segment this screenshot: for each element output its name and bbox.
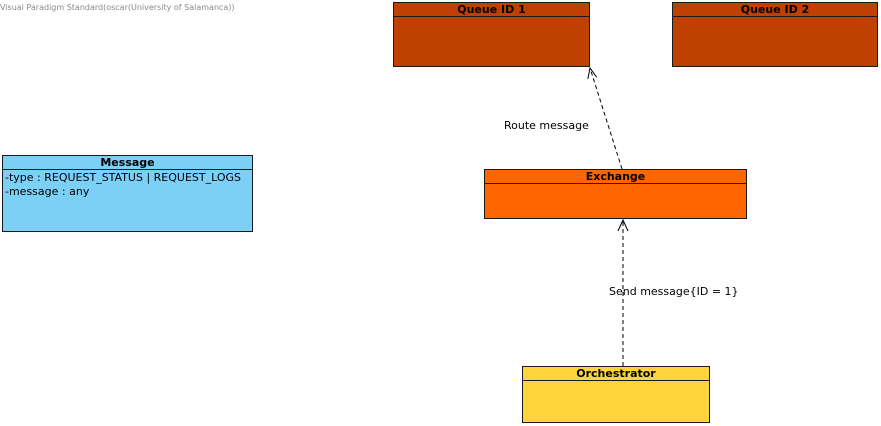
orchestrator-class[interactable]: Orchestrator bbox=[522, 366, 710, 423]
message-attribute-type: -type : REQUEST_STATUS | REQUEST_LOGS bbox=[5, 171, 242, 184]
watermark-text: Visual Paradigm Standard(oscar(Universit… bbox=[0, 3, 235, 12]
queue-id-2-class[interactable]: Queue ID 2 bbox=[672, 2, 878, 67]
route-dependency-line[interactable] bbox=[587, 66, 623, 170]
send-dependency-line[interactable] bbox=[617, 218, 629, 366]
route-message-label: Route message bbox=[504, 119, 589, 132]
queue-id-1-class[interactable]: Queue ID 1 bbox=[393, 2, 590, 67]
message-attribute-message: -message : any bbox=[5, 185, 90, 198]
message-class[interactable]: Message -type : REQUEST_STATUS | REQUEST… bbox=[2, 155, 253, 232]
exchange-class[interactable]: Exchange bbox=[484, 169, 747, 219]
exchange-title: Exchange bbox=[485, 170, 746, 184]
orchestrator-title: Orchestrator bbox=[523, 367, 709, 381]
send-message-label: Send message{ID = 1} bbox=[609, 285, 739, 298]
queue-id-2-title: Queue ID 2 bbox=[673, 3, 877, 17]
message-title: Message bbox=[3, 156, 252, 170]
queue-id-1-title: Queue ID 1 bbox=[394, 3, 589, 17]
message-attributes: -type : REQUEST_STATUS | REQUEST_LOGS -m… bbox=[3, 170, 252, 200]
